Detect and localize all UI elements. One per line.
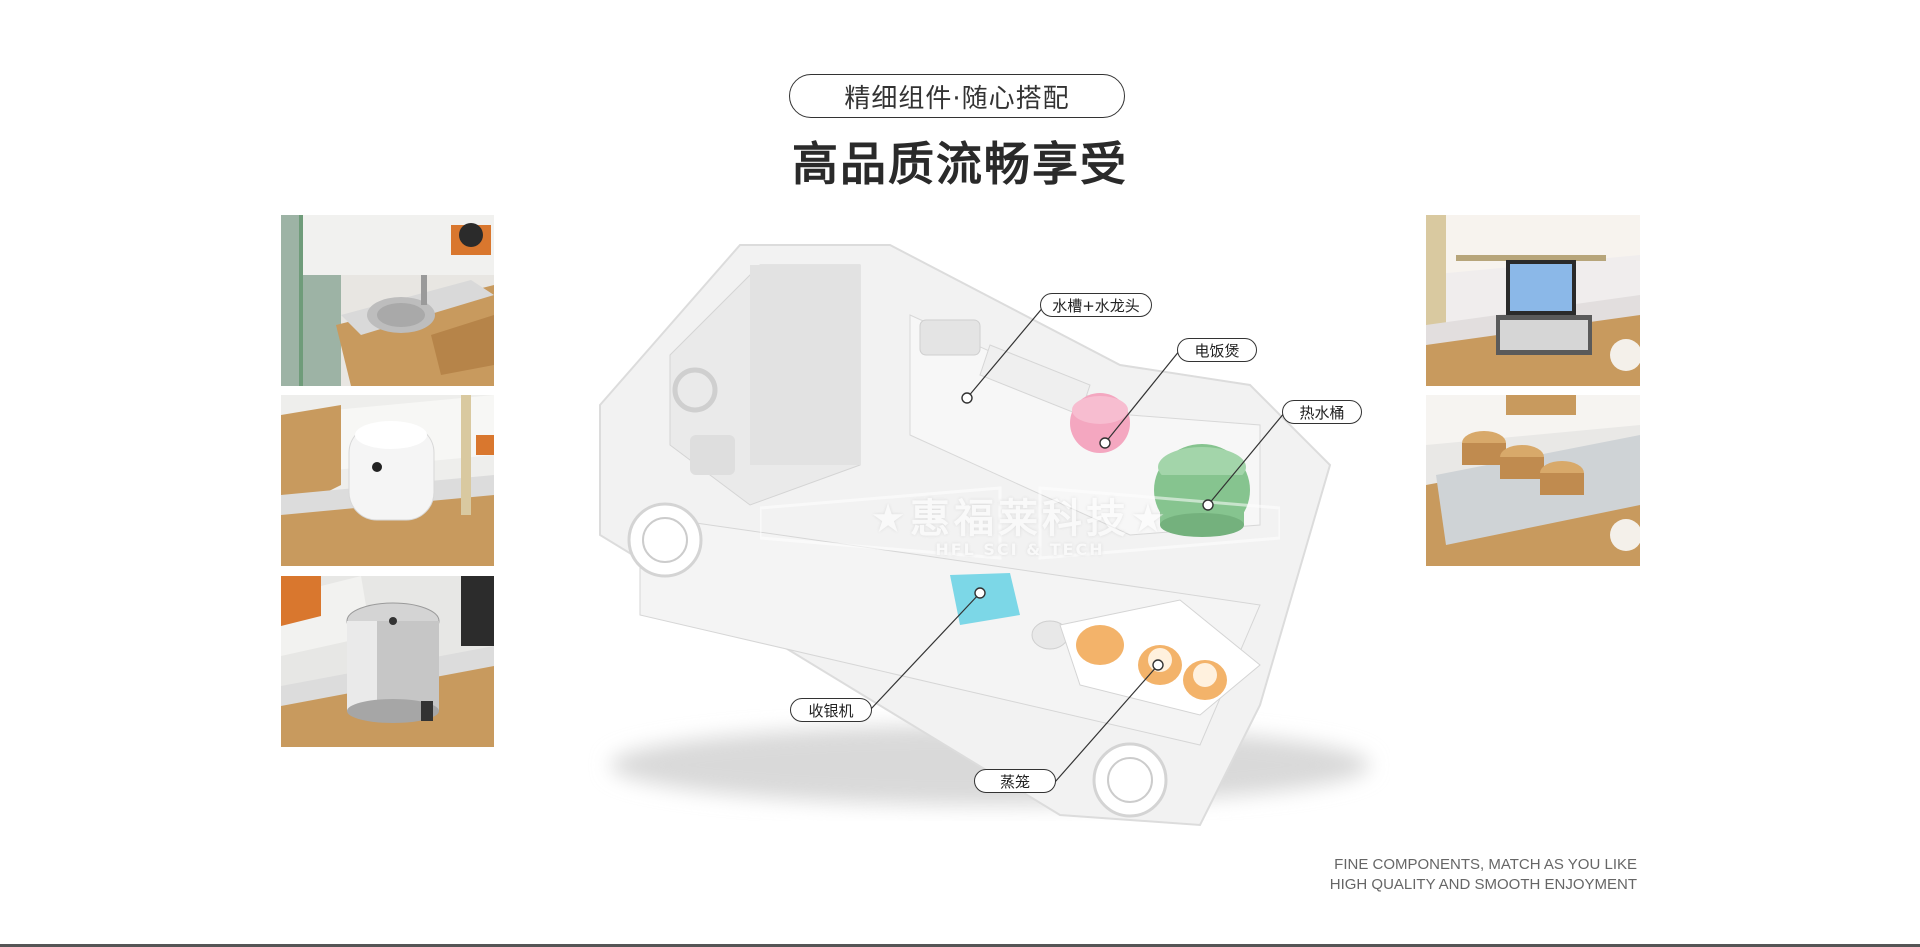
callout-steamer: 蒸笼 <box>974 769 1056 793</box>
callout-hot-water-bucket: 热水桶 <box>1282 400 1362 424</box>
section-headline: 高品质流畅享受 <box>792 137 1128 191</box>
callout-cash-register: 收银机 <box>790 698 872 722</box>
footer-english-caption: FINE COMPONENTS, MATCH AS YOU LIKE HIGH … <box>1330 855 1637 895</box>
food-truck-render <box>560 205 1390 865</box>
thumbnail-cash-register <box>1426 215 1640 386</box>
bottom-divider <box>0 944 1920 947</box>
thumbnail-steamer <box>1426 395 1640 566</box>
footer-line-2: HIGH QUALITY AND SMOOTH ENJOYMENT <box>1329 876 1637 893</box>
thumbnail-hot-water-bucket <box>281 576 494 747</box>
thumbnail-sink-faucet <box>281 215 494 386</box>
callout-sink: 水槽+水龙头 <box>1040 293 1152 317</box>
thumbnail-rice-cooker <box>281 395 494 566</box>
footer-line-1: FINE COMPONENTS, MATCH AS YOU LIKE <box>1334 856 1637 873</box>
callout-rice-cooker: 电饭煲 <box>1177 338 1257 362</box>
section-tagline: 精细组件·随心搭配 <box>789 74 1125 118</box>
